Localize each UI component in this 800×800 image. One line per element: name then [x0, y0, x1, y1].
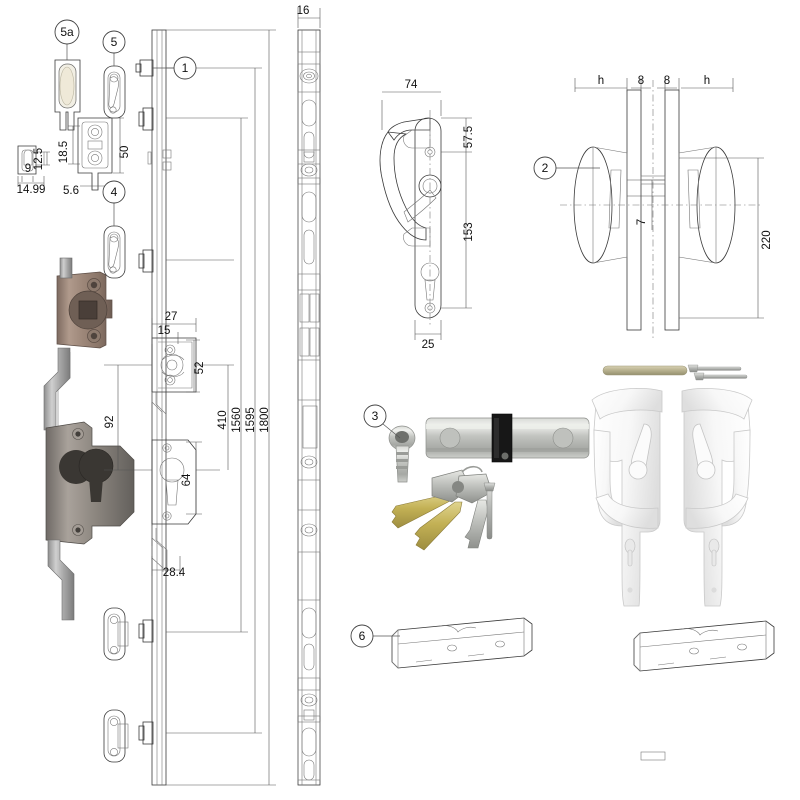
- door-section-view: [560, 78, 764, 761]
- balloon-3-label: 3: [372, 409, 379, 423]
- dim-pane-h-right: h: [704, 75, 710, 87]
- handle-fixing-screws: [687, 364, 748, 381]
- keep-bottom-2: [103, 709, 129, 763]
- dim-handle-25: 25: [422, 339, 435, 351]
- balloon-6[interactable]: 6: [350, 624, 400, 648]
- dim-keep-mid-b: 50: [119, 146, 131, 159]
- keep-rail-left: [391, 617, 533, 669]
- dim-keep-small-c: 14.99: [17, 184, 46, 196]
- balloon-6-label: 6: [359, 629, 366, 643]
- dim-length-1800: 1800: [259, 407, 271, 433]
- gearbox-small-dimensions: [104, 318, 202, 576]
- balloon-4-label: 4: [111, 185, 118, 199]
- handle-side-elevation: [379, 91, 472, 340]
- key-bunch: [391, 465, 493, 551]
- dim-keep-small-b: 9: [25, 163, 31, 175]
- balloon-5[interactable]: 5: [102, 30, 126, 66]
- dim-faceplate-28-4: 28.4: [163, 567, 186, 579]
- dim-gearbox-52: 52: [194, 362, 206, 375]
- cylinder-fixing-screw: [483, 482, 496, 540]
- keep-5a: [54, 59, 81, 131]
- handle-right: [681, 388, 753, 607]
- dim-pane-8-right: 8: [664, 75, 670, 87]
- square-spindle-bar: [602, 365, 688, 376]
- dim-pane-220: 220: [761, 230, 773, 249]
- balloon-2-label: 2: [542, 161, 549, 175]
- dim-handle-153: 153: [463, 222, 475, 241]
- keep-bottom-1: [103, 607, 129, 661]
- dim-spindle-92: 92: [104, 416, 116, 429]
- balloon-3[interactable]: 3: [363, 404, 401, 439]
- balloon-5-label: 5: [111, 35, 118, 49]
- keep-4: [103, 225, 126, 279]
- euro-cylinder: [425, 413, 590, 463]
- handle-left: [591, 388, 663, 607]
- dim-cyl-64: 64: [181, 473, 193, 486]
- balloon-5a-label: 5a: [60, 25, 74, 39]
- keep-small-dimensioned: [17, 145, 50, 186]
- dim-faceplate-width: 16: [297, 5, 310, 17]
- balloon-5a[interactable]: 5a: [54, 19, 80, 60]
- dim-length-1595: 1595: [245, 407, 257, 433]
- dim-length-410: 410: [217, 410, 229, 429]
- dim-handle-57-5: 57.5: [463, 126, 475, 148]
- keep-rail-right: [633, 620, 775, 672]
- balloon-1-label: 1: [182, 61, 189, 75]
- dim-gearbox-15: 15: [158, 325, 171, 337]
- dim-spindle-gap-7: 7: [636, 219, 648, 225]
- gearbox-body: [56, 257, 113, 349]
- faceplate-face-view: [297, 8, 321, 786]
- dim-gearbox-27: 27: [165, 311, 178, 323]
- dim-handle-74: 74: [405, 79, 418, 91]
- gearbox-lower-rod: [47, 539, 75, 621]
- dim-pane-8-left: 8: [638, 75, 644, 87]
- dim-keep-small-a: 12.5: [33, 148, 45, 170]
- cylinder-case-body: [45, 421, 135, 545]
- keep-5: [103, 65, 126, 119]
- dim-keep-mid-a: 18.5: [58, 141, 70, 163]
- dim-keep-mid-c: 5.6: [63, 185, 79, 197]
- dim-length-1560: 1560: [231, 407, 243, 433]
- balloon-1[interactable]: 1: [152, 56, 197, 80]
- balloon-2[interactable]: 2: [533, 156, 600, 180]
- dim-pane-h-left: h: [598, 75, 604, 87]
- cylinder-small-icon: [388, 425, 416, 483]
- balloon-4[interactable]: 4: [102, 180, 126, 226]
